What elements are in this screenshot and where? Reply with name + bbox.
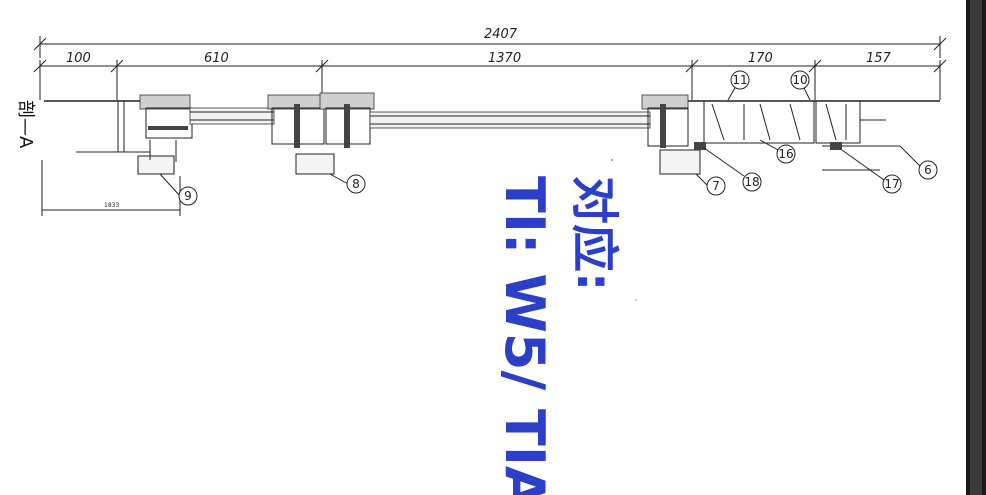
scan-speck [635,299,637,301]
sheet-frame-inner [970,0,982,495]
callout-9: 9 [159,173,198,206]
section-label: 剖—A [15,100,36,149]
scan-speck [611,159,613,161]
callout-6: 6 [899,145,938,180]
segment-dimension-5: 157 [866,51,892,66]
svg-text:6: 6 [924,163,932,177]
handwritten-note-line1: 对应: [566,176,622,291]
svg-text:8: 8 [352,177,360,191]
svg-text:17: 17 [884,177,899,191]
overall-dimension-text: 2407 [484,27,518,42]
segment-dimension-1: 100 [66,51,91,66]
segment-dimension-2: 610 [204,51,229,66]
callout-11: 11 [727,70,750,101]
segment-dimension-line [33,59,947,100]
overall-dimension-line [33,36,947,58]
callout-10: 10 [790,70,811,101]
handwritten-note-line2: TI: W5/ TIA [493,176,556,495]
callout-17: 17 [841,149,902,194]
segment-dimension-3: 1370 [488,51,521,66]
svg-text:9: 9 [184,189,192,203]
callout-16: 16 [759,139,796,164]
segment-dimension-4: 170 [748,51,773,66]
svg-text:10: 10 [792,73,807,87]
svg-text:7: 7 [712,179,720,193]
callout-7: 7 [695,173,726,196]
callout-18: 18 [703,147,762,192]
section-profile [44,92,940,175]
svg-text:16: 16 [778,147,793,161]
callout-8: 8 [329,173,366,194]
svg-text:18: 18 [744,175,759,189]
svg-text:11: 11 [732,73,747,87]
small-dimension-text: 1833 [104,202,119,209]
